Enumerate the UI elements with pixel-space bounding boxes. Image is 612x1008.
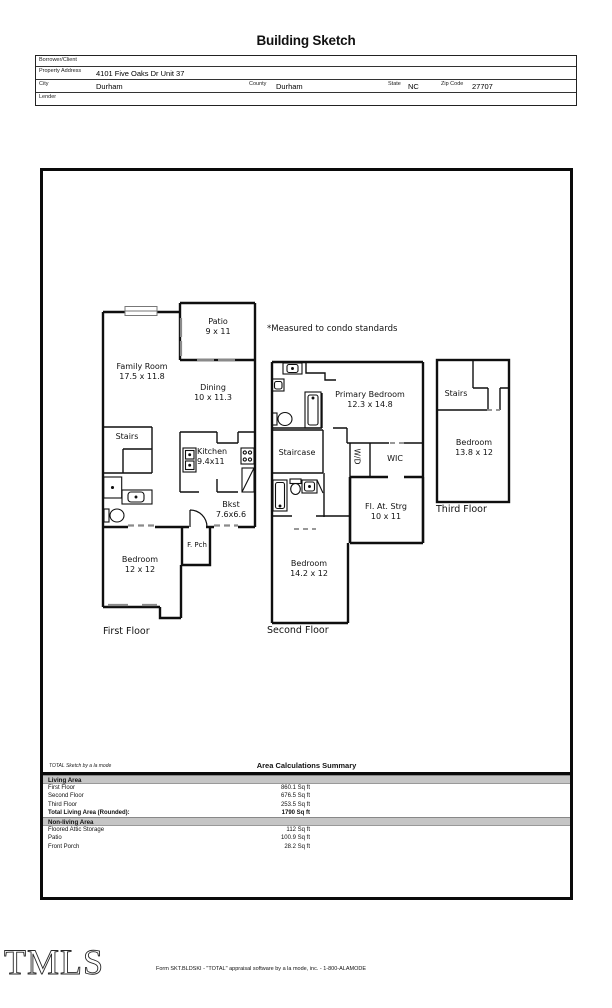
room-name: Dining <box>200 383 226 392</box>
property-info-table: Borrower/Client Property Address 4101 Fi… <box>35 55 577 106</box>
room-label-staircase: Staircase <box>269 448 325 458</box>
row-label: Patio <box>48 835 62 842</box>
city-state-row: City Durham County Durham State NC Zip C… <box>36 80 576 93</box>
tmls-watermark: TMLS <box>4 942 105 983</box>
borrower-label: Borrower/Client <box>39 57 77 63</box>
address-value: 4101 Five Oaks Dr Unit 37 <box>96 69 185 78</box>
room-name: WIC <box>387 454 403 463</box>
room-name: Patio <box>208 317 228 326</box>
state-value: NC <box>408 82 419 91</box>
third-floor-plan <box>435 358 511 504</box>
room-label-wic: WIC <box>373 454 417 464</box>
row-label: Second Floor <box>48 793 84 800</box>
room-name: Bkst <box>222 500 240 509</box>
total-living-area-row: Total Living Area (Rounded): 1790 Sq ft <box>43 809 570 817</box>
page-title: Building Sketch <box>256 33 356 48</box>
room-label-bedroom-1: Bedroom 12 x 12 <box>98 555 182 576</box>
room-label-primary-bedroom: Primary Bedroom 12.3 x 14.8 <box>320 390 420 411</box>
room-dims: 14.2 x 12 <box>290 569 328 579</box>
room-dims: 7.6x6.6 <box>215 510 247 520</box>
borrower-row: Borrower/Client <box>36 56 576 67</box>
room-label-bedroom-2: Bedroom 14.2 x 12 <box>267 559 351 580</box>
room-dims: 12 x 12 <box>124 565 156 575</box>
floor-label-second: Second Floor <box>267 625 329 636</box>
room-label-dining: Dining 10 x 11.3 <box>171 383 255 404</box>
first-floor-plan <box>101 301 257 620</box>
floor-label-third: Third Floor <box>436 504 487 515</box>
row-value: 28.2 Sq ft <box>284 843 310 850</box>
room-dims: 13.8 x 12 <box>455 448 493 458</box>
room-name: Bedroom <box>455 438 493 447</box>
room-name: Kitchen <box>197 447 228 456</box>
row-value: 676.5 Sq ft <box>280 793 310 800</box>
room-dims: 10 x 11 <box>370 512 402 522</box>
room-name: Family Room <box>116 362 168 371</box>
table-row: Patio 100.9 Sq ft <box>43 834 570 842</box>
summary-header: TOTAL Sketch by a la mode Area Calculati… <box>43 758 570 772</box>
row-value: 1790 Sq ft <box>281 809 310 816</box>
room-dims: 10 x 11.3 <box>194 393 232 403</box>
room-dims: 9.4x11 <box>197 457 225 467</box>
row-label: Front Porch <box>48 843 80 850</box>
room-name: Staircase <box>278 448 316 457</box>
room-name: Bedroom <box>290 559 328 568</box>
zip-label: Zip Code <box>441 81 464 87</box>
room-label-wd: W/D <box>352 448 362 465</box>
row-value: 253.5 Sq ft <box>280 801 310 808</box>
room-label-kitchen: Kitchen 9.4x11 <box>197 447 243 468</box>
condo-note: *Measured to condo standards <box>267 324 398 334</box>
room-label-bkst: Bkst 7.6x6.6 <box>209 500 253 521</box>
summary-divider <box>43 772 570 775</box>
row-label: Floored Attic Storage <box>48 827 105 834</box>
table-row: Second Floor 676.5 Sq ft <box>43 792 570 800</box>
address-label: Property Address <box>39 68 82 74</box>
summary-title: Area Calculations Summary <box>256 761 357 770</box>
table-row: Third Floor 253.5 Sq ft <box>43 801 570 809</box>
room-label-bedroom-3: Bedroom 13.8 x 12 <box>432 438 516 459</box>
row-value: 860.1 Sq ft <box>280 785 310 791</box>
lender-row: Lender <box>36 93 576 105</box>
software-brand: TOTAL Sketch by a la mode <box>49 763 112 769</box>
floor-label-first: First Floor <box>103 626 150 637</box>
room-dims: 12.3 x 14.8 <box>347 400 393 410</box>
sketch-area: *Measured to condo standards Patio 9 x 1… <box>40 168 573 900</box>
row-label: Total Living Area (Rounded): <box>48 809 130 816</box>
row-value: 100.9 Sq ft <box>280 835 310 842</box>
row-label: First Floor <box>48 785 75 791</box>
room-label-front-porch: F. Pch <box>182 541 212 550</box>
address-row: Property Address 4101 Five Oaks Dr Unit … <box>36 67 576 80</box>
room-name: Fl. At. Strg <box>365 502 407 511</box>
table-row: Front Porch 28.2 Sq ft <box>43 843 570 851</box>
row-label: Third Floor <box>48 801 78 808</box>
room-name: Bedroom <box>121 555 159 564</box>
table-row: First Floor 860.1 Sq ft <box>43 784 570 792</box>
state-label: State <box>388 81 401 87</box>
city-label: City <box>39 81 49 87</box>
form-footer: Form SKT.BLDSKI - "TOTAL" appraisal soft… <box>156 966 367 972</box>
second-floor-plan <box>270 360 425 625</box>
room-name: F. Pch <box>187 541 207 549</box>
room-label-family-room: Family Room 17.5 x 11.8 <box>100 362 184 383</box>
lender-label: Lender <box>39 94 57 100</box>
room-dims: 17.5 x 11.8 <box>119 372 165 382</box>
living-area-header: Living Area <box>43 775 570 784</box>
room-label-stairs-1: Stairs <box>106 432 148 442</box>
room-name: Primary Bedroom <box>335 390 405 399</box>
city-value: Durham <box>96 82 123 91</box>
room-name: Stairs <box>444 389 468 398</box>
row-value: 112 Sq ft <box>286 827 310 834</box>
zip-value: 27707 <box>472 82 493 91</box>
room-dims: 9 x 11 <box>205 327 231 337</box>
room-name: Stairs <box>115 432 139 441</box>
room-label-attic-storage: Fl. At. Strg 10 x 11 <box>348 502 424 523</box>
county-value: Durham <box>276 82 303 91</box>
room-label-patio: Patio 9 x 11 <box>190 317 246 338</box>
area-calculations-summary: TOTAL Sketch by a la mode Area Calculati… <box>43 758 570 851</box>
floorplan-drawing <box>101 301 511 625</box>
room-label-stairs-3: Stairs <box>435 389 477 399</box>
county-label: County <box>249 81 267 87</box>
table-row: Floored Attic Storage 112 Sq ft <box>43 826 570 834</box>
nonliving-area-header: Non-living Area <box>43 817 570 827</box>
